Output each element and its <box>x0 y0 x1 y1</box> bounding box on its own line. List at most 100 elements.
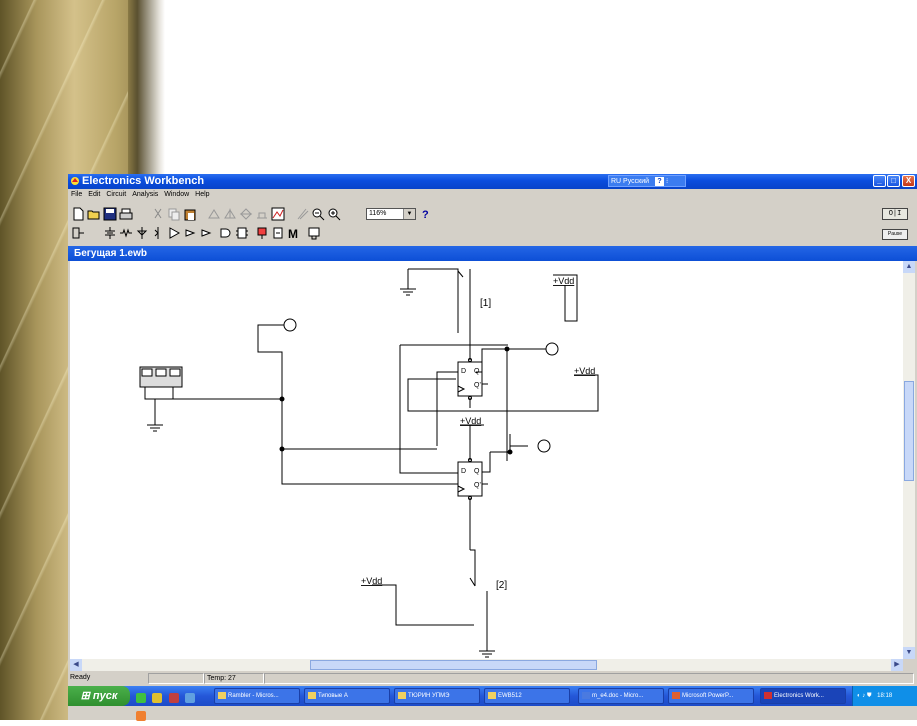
scroll-up-icon[interactable]: ▲ <box>903 261 915 273</box>
close-button[interactable]: X <box>902 175 915 187</box>
word-icon <box>582 691 590 699</box>
rotate-icon[interactable] <box>207 207 221 221</box>
logic-gates-bin-icon[interactable] <box>219 226 233 240</box>
maximize-button[interactable]: □ <box>887 175 900 187</box>
junction <box>279 446 285 452</box>
task-rambler[interactable]: Rambler - Micros... <box>214 688 300 704</box>
vdd-source-4 <box>372 584 474 626</box>
pause-button[interactable]: Pause <box>882 229 908 240</box>
folder-icon <box>488 691 496 699</box>
print-icon[interactable] <box>119 207 133 221</box>
task-label: Rambler - Micros... <box>228 693 279 699</box>
task-label: Microsoft PowerP... <box>682 693 734 699</box>
switch-1 <box>457 269 471 312</box>
vertical-scrollbar[interactable]: ▲ ▼ <box>903 261 915 659</box>
circuit-schematic[interactable]: [1] [2] +Vdd +Vdd +Vdd +Vdd D Q Q' D Q Q… <box>70 261 903 659</box>
clock[interactable]: 18:18 <box>877 693 893 699</box>
minimize-button[interactable]: _ <box>873 175 886 187</box>
transistors-bin-icon[interactable] <box>151 226 165 240</box>
circuit-canvas[interactable]: [1] [2] +Vdd +Vdd +Vdd +Vdd D Q Q' D Q Q… <box>70 261 903 659</box>
paste-icon[interactable] <box>183 207 197 221</box>
junction <box>504 346 510 352</box>
digital-bin-icon[interactable] <box>235 226 249 240</box>
app-icon-quick[interactable] <box>136 711 146 721</box>
svg-text:?: ? <box>422 209 429 221</box>
mixed-ics-bin-icon[interactable] <box>183 226 197 240</box>
vertical-scroll-thumb[interactable] <box>904 381 914 481</box>
security-icon[interactable]: ⛊ <box>866 693 872 699</box>
task-label: ТЮРИН УПМЭ <box>408 693 450 699</box>
wire <box>476 348 547 373</box>
zoom-in-icon[interactable] <box>327 207 341 221</box>
browser-icon[interactable] <box>136 693 146 703</box>
help-question-icon[interactable]: ? <box>418 207 432 221</box>
graph-icon[interactable] <box>295 207 309 221</box>
scroll-left-icon[interactable]: ◀ <box>70 659 82 671</box>
probe-3 <box>283 318 297 332</box>
wire <box>482 452 491 473</box>
network-icon[interactable]: ◐ <box>857 693 861 699</box>
wire <box>457 485 466 493</box>
task-word-doc[interactable]: m_e4.doc - Micro... <box>578 688 664 704</box>
zoom-select[interactable]: 116% ▼ <box>366 208 416 220</box>
menu-circuit[interactable]: Circuit <box>106 191 127 198</box>
scroll-right-icon[interactable]: ▶ <box>891 659 903 671</box>
scroll-down-icon[interactable]: ▼ <box>903 647 915 659</box>
favorites-bin-icon[interactable] <box>71 226 85 240</box>
ff2-qbar-pin: Q' <box>474 482 481 489</box>
menu-edit[interactable]: Edit <box>88 191 101 198</box>
task-tipovye[interactable]: Типовые А <box>304 688 390 704</box>
create-subcircuit-icon[interactable] <box>271 207 285 221</box>
miscellaneous-bin-icon[interactable]: M <box>287 226 301 240</box>
copy-icon[interactable] <box>167 207 181 221</box>
analog-ics-bin-icon[interactable] <box>167 226 181 240</box>
menu-file[interactable]: File <box>71 191 83 198</box>
options-icon[interactable]: ⁝ <box>665 178 669 185</box>
folder-icon <box>308 691 316 699</box>
vdd-source-1 <box>553 274 578 322</box>
controls-bin-icon[interactable] <box>271 226 285 240</box>
zoom-out-icon[interactable] <box>311 207 325 221</box>
explorer-icon[interactable] <box>152 693 163 703</box>
svg-text:M: M <box>288 227 298 240</box>
help-icon[interactable]: ? <box>654 177 664 186</box>
task-powerpoint[interactable]: Microsoft PowerP... <box>668 688 754 704</box>
status-temp: Temp: 27 <box>204 673 264 684</box>
new-file-icon[interactable] <box>71 207 85 221</box>
ewb-icon <box>764 691 772 699</box>
flip-vertical-icon[interactable] <box>239 207 253 221</box>
desktop-icon[interactable] <box>185 693 196 703</box>
indicators-bin-icon[interactable] <box>255 226 269 240</box>
diodes-bin-icon[interactable] <box>135 226 149 240</box>
instruments-bin-icon[interactable] <box>307 226 321 240</box>
cut-icon[interactable] <box>151 207 165 221</box>
title-bar[interactable]: Electronics Workbench RU Русский ? ⁝ _ □… <box>68 174 917 189</box>
start-button[interactable]: ⊞ пуск <box>68 686 130 706</box>
open-folder-icon[interactable] <box>87 207 101 221</box>
digital-ics-bin-icon[interactable] <box>199 226 213 240</box>
power-switch[interactable]: O|I <box>882 208 908 220</box>
junction <box>507 449 513 455</box>
document-title-bar[interactable]: Бегущая 1.ewb <box>68 246 917 261</box>
system-tray: ◐ ♪ ⛊ 18:18 <box>852 686 917 706</box>
menu-window[interactable]: Window <box>164 191 190 198</box>
media-icon[interactable] <box>168 693 179 703</box>
task-label: Electronics Work... <box>774 693 824 699</box>
chevron-down-icon[interactable]: ▼ <box>403 209 415 219</box>
component-properties-icon[interactable] <box>255 207 269 221</box>
basic-bin-icon[interactable] <box>119 226 133 240</box>
save-icon[interactable] <box>103 207 117 221</box>
task-tyurin[interactable]: ТЮРИН УПМЭ <box>394 688 480 704</box>
task-ewb512[interactable]: EWB512 <box>484 688 570 704</box>
volume-icon[interactable]: ♪ <box>862 693 866 699</box>
window-title: Electronics Workbench <box>82 175 205 187</box>
horizontal-scroll-thumb[interactable] <box>310 660 597 670</box>
ff1-q-pin: Q <box>474 368 480 375</box>
menu-analysis[interactable]: Analysis <box>132 191 159 198</box>
sources-bin-icon[interactable] <box>103 226 117 240</box>
language-indicator[interactable]: RU Русский ? ⁝ <box>608 175 686 187</box>
horizontal-scrollbar[interactable]: ◀ ▶ <box>70 659 903 671</box>
flip-horizontal-icon[interactable] <box>223 207 237 221</box>
menu-help[interactable]: Help <box>195 191 210 198</box>
task-electronics-workbench[interactable]: Electronics Work... <box>760 688 846 704</box>
